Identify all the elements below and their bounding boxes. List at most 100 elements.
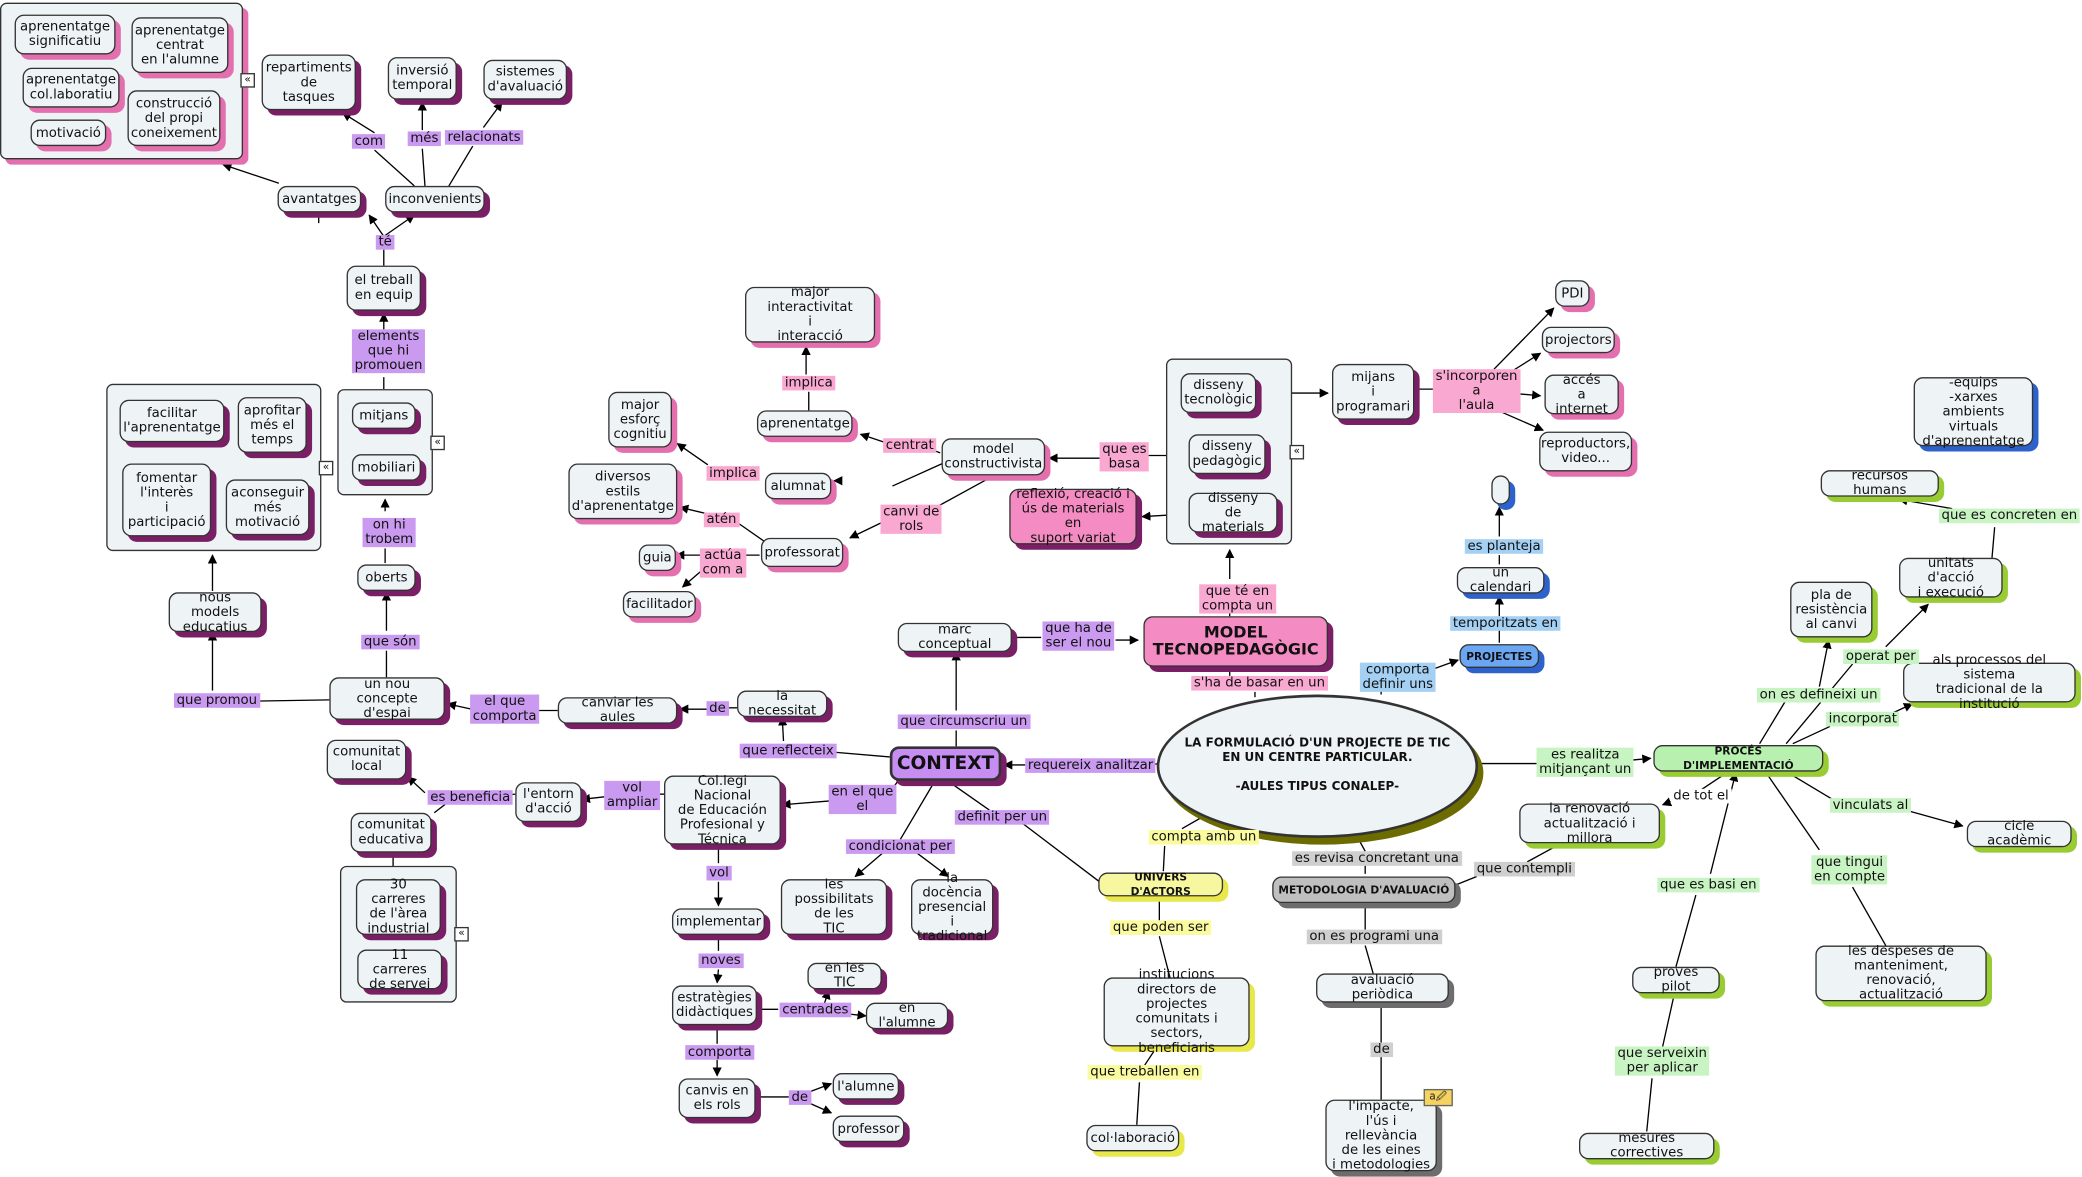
node-canviar-aules[interactable]: canviar les aules bbox=[557, 696, 678, 725]
node-aprenentatge-centrat[interactable]: aprenentatge centrat en l'alumne bbox=[131, 17, 229, 74]
expand-icon[interactable]: « bbox=[454, 926, 469, 942]
node-proves-pilot[interactable]: proves pilot bbox=[1632, 965, 1720, 995]
node-calendari[interactable]: un calendari bbox=[1456, 566, 1545, 595]
node-aprenentatge[interactable]: aprenentatge bbox=[756, 410, 853, 437]
link-incorporat: incorporat bbox=[1825, 711, 1900, 727]
node-pla-resistencia[interactable]: pla de resistència al canvi bbox=[1790, 581, 1873, 638]
node-professor[interactable]: professor bbox=[832, 1115, 905, 1143]
link-canvi-rols: canvi de rols bbox=[880, 504, 943, 534]
node-necessitat[interactable]: la necessitat bbox=[737, 689, 828, 718]
node-context[interactable]: CONTEXT bbox=[889, 746, 1002, 781]
node-projectes[interactable]: PROJECTES bbox=[1459, 644, 1540, 668]
node-mitjans-programari[interactable]: mijans i programari bbox=[1331, 363, 1415, 420]
node-en-lalumne[interactable]: en l'alumne bbox=[865, 1001, 949, 1031]
link-temporitzats: temporitzats en bbox=[1450, 616, 1561, 631]
node-renovacio[interactable]: la renovació actualització i millora bbox=[1519, 801, 1660, 845]
link-te: té bbox=[375, 235, 395, 250]
node-alumnat[interactable]: alumnat bbox=[764, 472, 832, 500]
link-sha-de-basar: s'ha de basar en un bbox=[1191, 675, 1328, 691]
node-recursos-humans[interactable]: recursos humans bbox=[1820, 469, 1939, 498]
node-carreres-30[interactable]: 30 carreres de l'àrea industrial bbox=[355, 878, 441, 936]
center-topic[interactable]: LA FORMULACIÓ D'UN PROJECTE DE TIC EN UN… bbox=[1156, 694, 1479, 838]
node-colegi-nacional[interactable]: Col.legi Nacional de Educación Profesion… bbox=[664, 774, 781, 847]
node-comunitat-local[interactable]: comunitat local bbox=[326, 739, 407, 780]
node-possibilitats-tic[interactable]: les possibilitats de les TIC bbox=[780, 878, 888, 936]
node-processos-sistema[interactable]: als processos del sistema tradicional de… bbox=[1903, 653, 2076, 712]
node-entorn-accio[interactable]: l'entorn d'acció bbox=[515, 782, 582, 823]
node-aconseguir[interactable]: aconseguir més motivació bbox=[225, 479, 310, 536]
link-de-2: de bbox=[788, 1090, 811, 1105]
node-carreres-11[interactable]: 11 carreres de servei bbox=[357, 948, 443, 991]
node-equips-xarxes[interactable]: -equips -xarxes ambients virtuals d'apre… bbox=[1913, 375, 2034, 448]
node-oberts[interactable]: oberts bbox=[357, 564, 416, 591]
link-implica-2: implica bbox=[706, 466, 760, 481]
node-unitats-accio[interactable]: unitats d'acció i execució bbox=[1899, 556, 2003, 600]
node-mesures-correctives[interactable]: mesures correctives bbox=[1578, 1131, 1715, 1161]
node-diversos-estils[interactable]: diversos estils d'aprenentatge bbox=[568, 463, 678, 520]
expand-icon[interactable]: « bbox=[318, 460, 334, 476]
node-metodologia[interactable]: METODOLOGIA D'AVALUACIÓ bbox=[1272, 876, 1456, 904]
node-inconvenients[interactable]: inconvenients bbox=[385, 185, 485, 213]
node-docencia-presencial[interactable]: la docència presencial i tradicional bbox=[911, 871, 994, 944]
node-facilitar[interactable]: facilitar l'aprenentatge bbox=[119, 399, 225, 443]
node-major-esforc[interactable]: major esforç cognitiu bbox=[608, 391, 672, 448]
node-avantatges[interactable]: avantatges bbox=[277, 185, 362, 213]
node-model-tecnopedagogic[interactable]: MODEL TECNOPEDAGÒGIC bbox=[1143, 616, 1328, 667]
node-pdi[interactable]: PDI bbox=[1555, 280, 1590, 307]
node-comunitat-educativa[interactable]: comunitat educativa bbox=[350, 812, 432, 853]
pencil-icon[interactable]: a🖉 bbox=[1423, 1088, 1453, 1107]
node-canvis-rols[interactable]: canvis en els rols bbox=[678, 1078, 756, 1119]
node-reflexio[interactable]: reflexió, creació i ús de materials en s… bbox=[1009, 487, 1137, 546]
node-cicle-academic[interactable]: cicle acadèmic bbox=[1966, 819, 2072, 849]
node-professorat[interactable]: professorat bbox=[760, 537, 844, 568]
node-marc-conceptual[interactable]: marc conceptual bbox=[897, 622, 1012, 653]
node-disseny-materials[interactable]: disseny de materials bbox=[1188, 491, 1278, 535]
link-que-es-basi: que es basi en bbox=[1657, 877, 1760, 893]
node-aprenentatge-significatiu[interactable]: aprenentatge significatiu bbox=[14, 14, 116, 55]
link-que-treballen: que treballen en bbox=[1087, 1065, 1203, 1080]
node-motivacio[interactable]: motivació bbox=[30, 119, 107, 147]
expand-icon[interactable]: « bbox=[240, 73, 255, 88]
node-acces-internet[interactable]: accés a internet bbox=[1544, 373, 1619, 416]
link-que-serveixin: que serveixin per aplicar bbox=[1614, 1046, 1710, 1076]
node-construccio[interactable]: construcció del propi coneixement bbox=[127, 90, 221, 147]
node-facilitador[interactable]: facilitador bbox=[622, 590, 696, 618]
node-lalumne[interactable]: l'alumne bbox=[832, 1073, 900, 1100]
link-compta-amb: compta amb un bbox=[1148, 829, 1259, 845]
node-impacte[interactable]: l'impacte, l'ús i rellevància de les ein… bbox=[1325, 1099, 1437, 1172]
node-nous-models[interactable]: nous models educatius bbox=[168, 590, 262, 634]
node-avaluacio-periodica[interactable]: avaluació periòdica bbox=[1316, 973, 1449, 1003]
node-mitjans[interactable]: mitjans bbox=[351, 402, 416, 429]
node-guia[interactable]: guia bbox=[638, 544, 676, 572]
node-estrategies-didactiques[interactable]: estratègies didàctiques bbox=[671, 985, 757, 1026]
expand-icon[interactable]: « bbox=[430, 435, 445, 451]
node-fomentar[interactable]: fomentar l'interès i participació bbox=[122, 463, 212, 537]
node-en-les-tic[interactable]: en les TIC bbox=[807, 961, 882, 991]
node-nou-concepte-espai[interactable]: un nou concepte d'espai bbox=[329, 677, 445, 720]
node-sistemes-avaluacio[interactable]: sistemes d'avaluació bbox=[483, 59, 568, 100]
node-implementar[interactable]: implementar bbox=[671, 908, 765, 935]
link-on-es-programi: on es programi una bbox=[1306, 929, 1442, 945]
node-inversio[interactable]: inversió temporal bbox=[387, 57, 457, 100]
link-actua-com-a: actúa com a bbox=[699, 548, 746, 578]
expand-icon[interactable]: « bbox=[1289, 444, 1305, 460]
node-projectors[interactable]: projectors bbox=[1541, 326, 1615, 354]
link-de-3: de bbox=[1370, 1042, 1393, 1058]
node-repartiments[interactable]: repartiments de tasques bbox=[261, 54, 356, 111]
node-major-interactivitat[interactable]: major interactivitat i interacció bbox=[745, 286, 876, 344]
node-proces-implementacio[interactable]: PROCÉS D'IMPLEMENTACIÓ bbox=[1653, 745, 1824, 772]
node-reproductors[interactable]: reproductors, video... bbox=[1539, 431, 1633, 472]
node-model-constructivista[interactable]: model constructivista bbox=[941, 438, 1046, 476]
node-disseny-pedagogic[interactable]: disseny pedagògic bbox=[1188, 434, 1266, 475]
node-aprenentatge-collaboratiu[interactable]: aprenentatge col.laboratiu bbox=[22, 67, 120, 108]
link-que-es-basa: que es basa bbox=[1099, 442, 1150, 472]
node-treball-equip[interactable]: el treball en equip bbox=[346, 265, 421, 311]
node-univers-actors[interactable]: UNIVERS D'ACTORS bbox=[1098, 871, 1224, 898]
node-collaboracio[interactable]: col·laboració bbox=[1086, 1124, 1180, 1152]
node-mobiliari[interactable]: mobiliari bbox=[351, 454, 421, 481]
node-empty[interactable] bbox=[1491, 475, 1510, 505]
node-despeses[interactable]: les despeses de manteniment, renovació, … bbox=[1815, 944, 1987, 1003]
node-institucions[interactable]: institucions directors de projectes comu… bbox=[1103, 968, 1250, 1056]
node-disseny-tecnologic[interactable]: disseny tecnològic bbox=[1180, 373, 1257, 414]
node-aprofitar[interactable]: aprofitar més el temps bbox=[237, 397, 307, 453]
